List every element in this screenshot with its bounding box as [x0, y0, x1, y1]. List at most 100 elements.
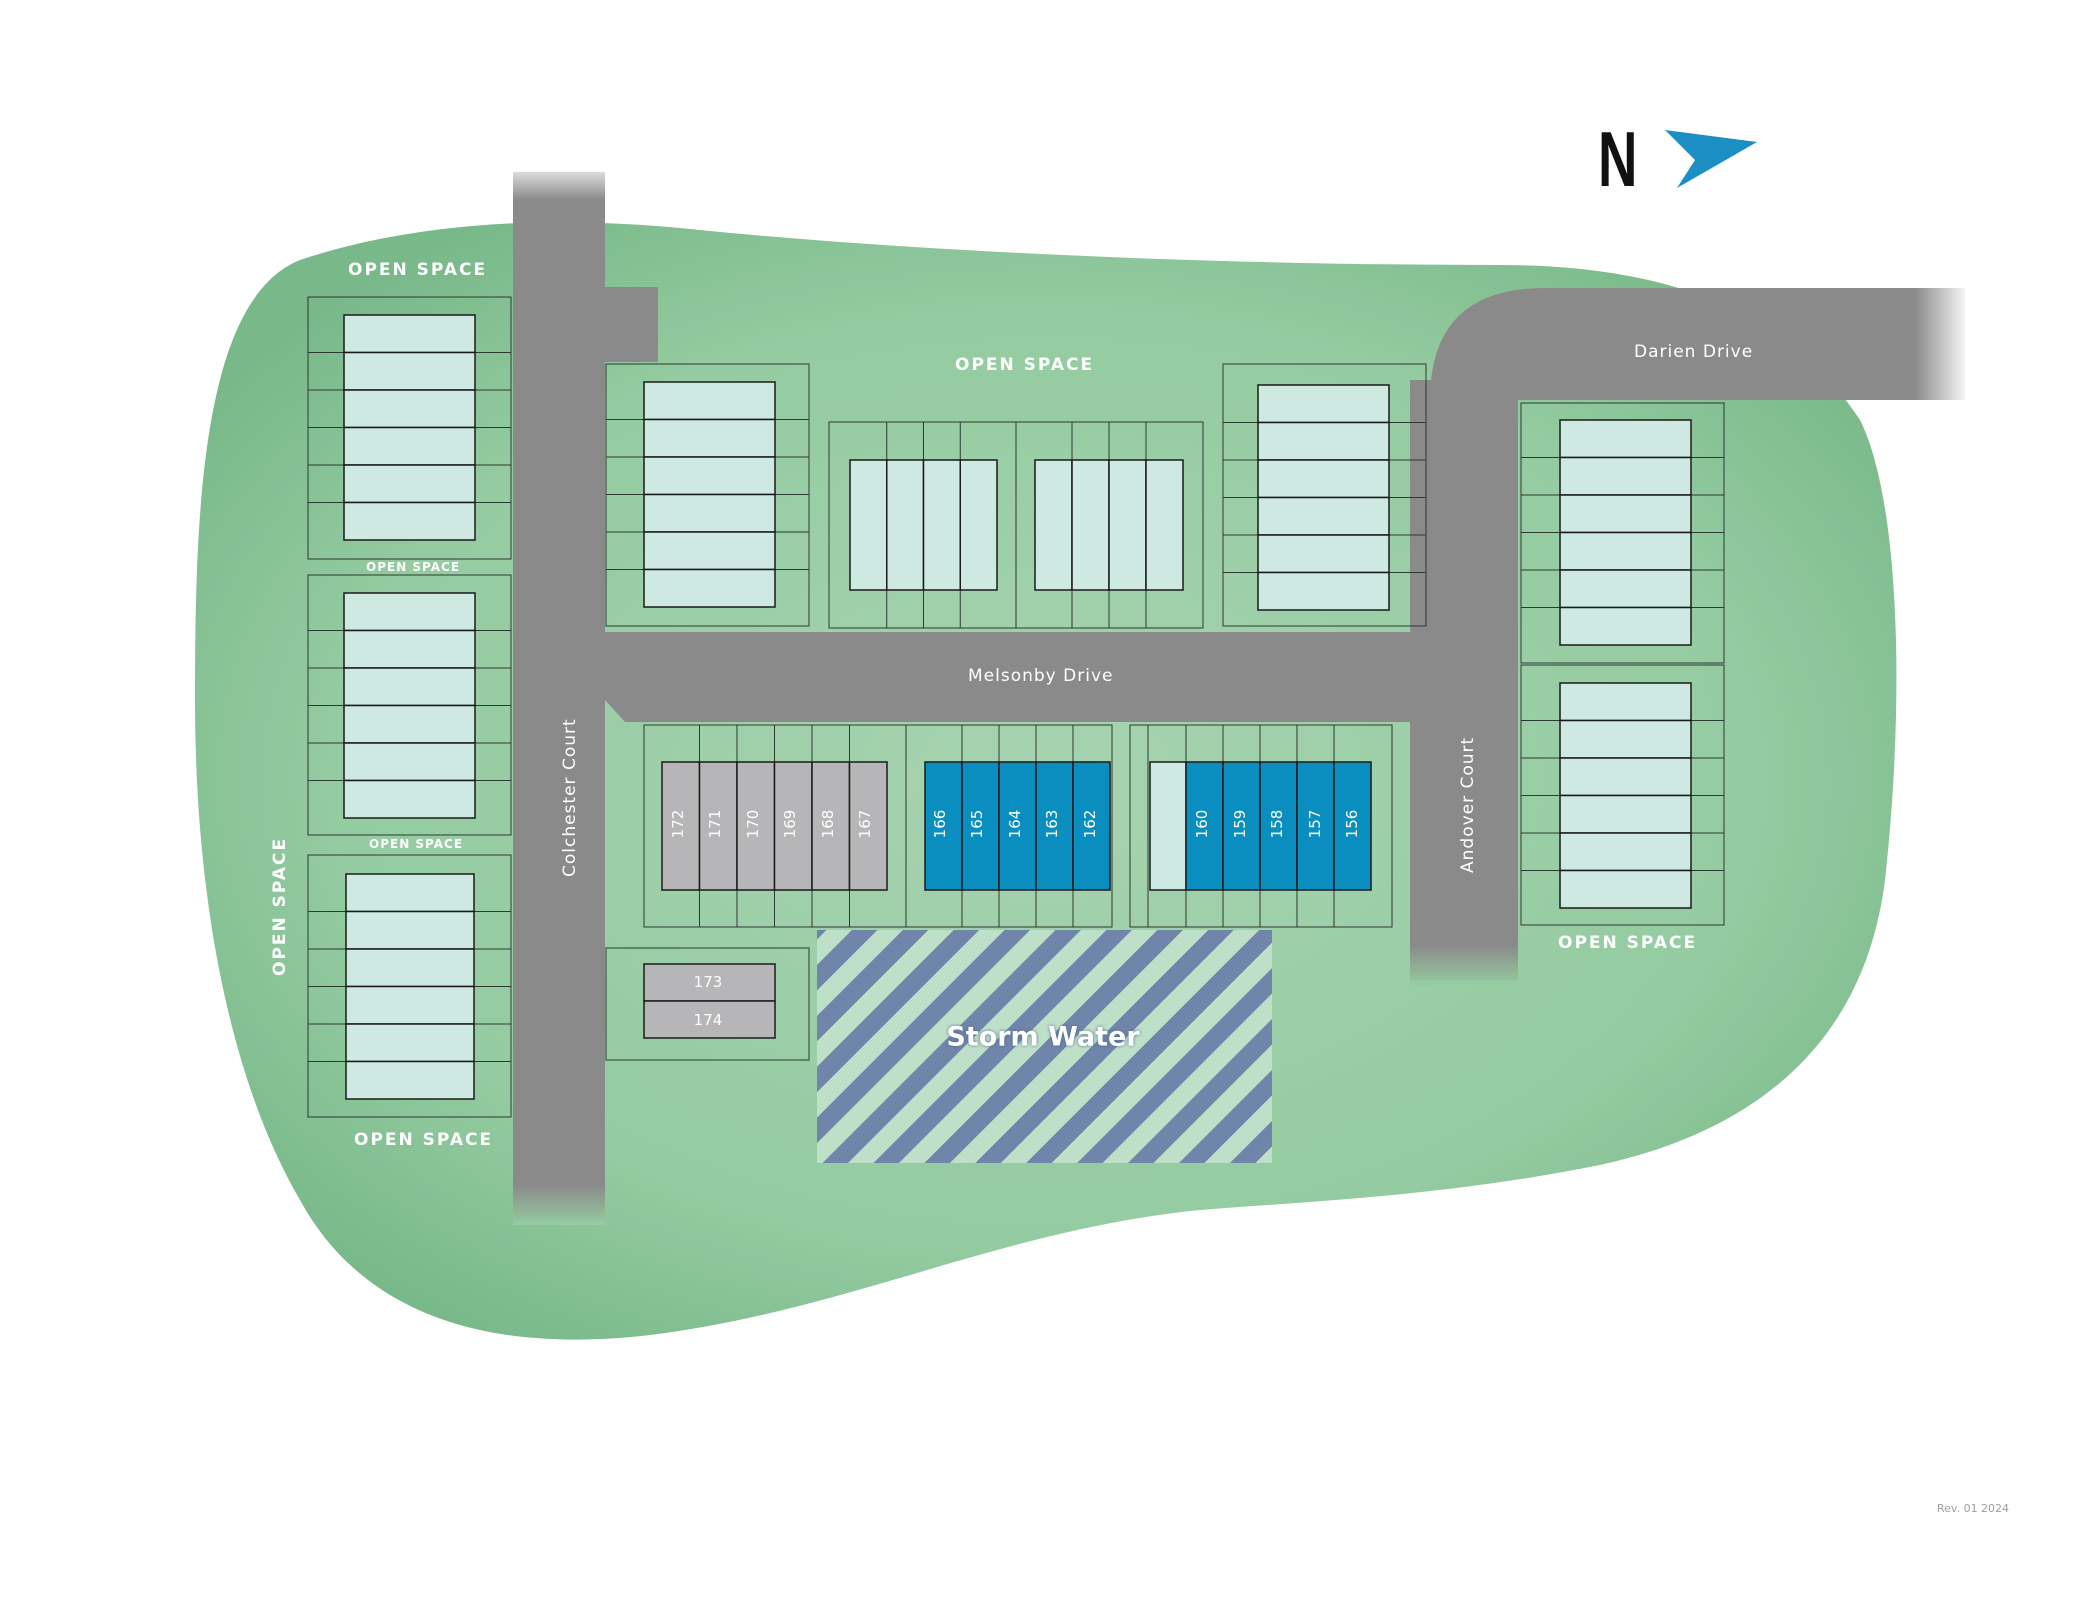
parcel-outline [605, 947, 810, 1061]
unit-footprint [643, 418, 776, 458]
unit-footprint [848, 761, 888, 891]
unit-footprint [343, 704, 476, 744]
lot-number[interactable]: 166 [931, 809, 949, 839]
unit-footprint [343, 314, 476, 354]
lot-number[interactable]: 172 [669, 809, 687, 839]
unit-footprint [698, 761, 738, 891]
unit-footprint [924, 761, 963, 891]
storm-water-label: Storm Water [946, 1021, 1140, 1053]
unit-footprint [959, 459, 998, 591]
lot-number[interactable]: 156 [1343, 809, 1361, 839]
unit-footprint [1222, 761, 1261, 891]
lot-number[interactable]: 163 [1043, 809, 1061, 839]
unit-footprint [643, 568, 776, 608]
unit-footprint [922, 459, 961, 591]
lot-number[interactable]: 157 [1306, 809, 1324, 839]
unit-footprint [643, 1000, 776, 1039]
unit-footprint [1257, 571, 1390, 611]
unit-footprint [1559, 682, 1692, 722]
unit-footprint [1149, 761, 1187, 891]
roads [513, 172, 1965, 1220]
road-label-melsonby: Melsonby Drive [968, 666, 1114, 686]
lot-number[interactable]: 159 [1231, 809, 1249, 839]
unit-footprint [343, 426, 476, 466]
unit-footprint [1185, 761, 1224, 891]
unit-footprint [1559, 794, 1692, 834]
unit-footprint [343, 629, 476, 669]
unit-footprint [1071, 459, 1110, 591]
darien-drive-road [1430, 288, 1965, 420]
lot-number[interactable]: 160 [1193, 809, 1211, 839]
lot-number[interactable]: 171 [706, 809, 724, 839]
unit-footprint [643, 493, 776, 533]
lot-number[interactable]: 162 [1081, 809, 1099, 839]
melsonby-drive-road [605, 632, 1450, 722]
unit-footprint [343, 464, 476, 504]
lot-number[interactable]: 165 [968, 809, 986, 839]
open-space-label: OPEN SPACE [369, 837, 464, 851]
unit-footprint [1108, 459, 1147, 591]
unit-footprint [345, 1060, 475, 1100]
storm-water-area [817, 930, 1272, 1163]
lot-number[interactable]: 173 [693, 973, 723, 991]
building-footprints [343, 314, 1692, 1100]
unit-footprint [343, 592, 476, 632]
unit-footprint [1035, 761, 1074, 891]
lot-number[interactable]: 164 [1006, 809, 1024, 839]
unit-footprint [1559, 569, 1692, 609]
lot-number[interactable]: 170 [744, 809, 762, 839]
unit-footprint [1559, 494, 1692, 534]
unit-footprint [343, 501, 476, 541]
unit-footprint [1034, 459, 1073, 591]
unit-footprint [345, 985, 475, 1025]
unit-footprint [643, 381, 776, 421]
unit-footprint [1333, 761, 1372, 891]
unit-footprint [643, 456, 776, 496]
unit-footprint [961, 761, 1000, 891]
unit-footprint [1559, 832, 1692, 872]
unit-footprint [1559, 419, 1692, 459]
colchester-court-road [513, 172, 605, 1220]
unit-footprint [343, 667, 476, 707]
lot-number[interactable]: 158 [1268, 809, 1286, 839]
open-space-label: OPEN SPACE [270, 836, 290, 976]
unit-footprint [773, 761, 813, 891]
andover-court-road [1410, 380, 1518, 980]
colchester-spur [605, 287, 658, 362]
open-space-label: OPEN SPACE [1558, 933, 1698, 953]
unit-footprint [1559, 719, 1692, 759]
road-label-colchester: Colchester Court [560, 718, 580, 877]
unit-footprint [1259, 761, 1298, 891]
unit-footprint [643, 531, 776, 571]
open-space-label: OPEN SPACE [354, 1130, 494, 1150]
unit-footprint [1559, 757, 1692, 797]
unit-footprint [1072, 761, 1111, 891]
unit-footprint [345, 873, 475, 913]
unit-footprint [1559, 456, 1692, 496]
unit-footprint [1559, 606, 1692, 646]
unit-footprint [345, 948, 475, 988]
revision-note: Rev. 01 2024 [1937, 1502, 2010, 1515]
lot-number[interactable]: 168 [819, 809, 837, 839]
lot-number[interactable]: 174 [693, 1011, 723, 1029]
lot-number[interactable]: 167 [856, 809, 874, 839]
unit-footprint [736, 761, 776, 891]
unit-footprint [343, 351, 476, 391]
north-arrow-icon [1665, 130, 1757, 188]
unit-footprint [1559, 531, 1692, 571]
unit-footprint [345, 910, 475, 950]
unit-footprint [1257, 384, 1390, 424]
open-space-label: OPEN SPACE [366, 560, 461, 574]
unit-footprint [1257, 496, 1390, 536]
compass-north-letter: N [1598, 115, 1638, 203]
unit-footprint [849, 459, 888, 591]
unit-footprint [343, 389, 476, 429]
unit-footprint [1559, 869, 1692, 909]
unit-footprint [1145, 459, 1184, 591]
open-space-label: OPEN SPACE [955, 355, 1095, 375]
road-label-andover: Andover Court [1458, 736, 1478, 873]
parcel-outline [1222, 363, 1427, 627]
unit-footprint [343, 742, 476, 782]
lot-number[interactable]: 169 [781, 809, 799, 839]
